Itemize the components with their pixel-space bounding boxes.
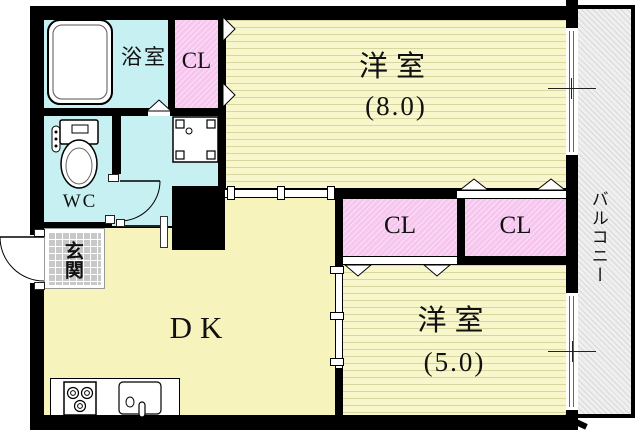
window-pane-line bbox=[573, 31, 574, 152]
window-center-mark bbox=[571, 78, 572, 99]
folding-door-marker bbox=[536, 178, 566, 191]
label-entrance: 玄関 bbox=[61, 241, 83, 279]
label-dk: DK bbox=[169, 310, 231, 345]
window-center-mark bbox=[572, 341, 573, 362]
partition-handle bbox=[327, 186, 335, 200]
bath-door-gap bbox=[148, 109, 170, 116]
label-room8-size: (8.0) bbox=[365, 91, 427, 121]
window-room8 bbox=[566, 28, 578, 155]
closet-b-track bbox=[457, 190, 566, 199]
door-frame-mark bbox=[34, 282, 45, 290]
label-bathroom: 浴室 bbox=[121, 45, 167, 69]
balcony-area bbox=[578, 5, 635, 418]
door-frame-mark bbox=[116, 219, 125, 227]
label-closet-b: CL bbox=[499, 212, 532, 239]
partition-handle bbox=[277, 186, 285, 200]
toilet-icon bbox=[51, 119, 99, 189]
kitchen-sink-icon bbox=[118, 381, 162, 417]
pillar-core bbox=[172, 186, 225, 250]
corridor-threshold-line bbox=[120, 225, 162, 227]
sliding-door-handle bbox=[330, 358, 344, 366]
entrance-door-swing bbox=[0, 236, 45, 282]
partition-handle bbox=[227, 186, 235, 200]
room-western-8 bbox=[226, 20, 566, 188]
door-frame-mark bbox=[108, 174, 119, 182]
label-room5-name: 洋室 bbox=[417, 305, 492, 337]
stove-icon bbox=[63, 381, 97, 416]
room-western-5 bbox=[343, 265, 566, 415]
folding-door-marker bbox=[459, 178, 489, 191]
entrance-tile bbox=[48, 232, 101, 285]
folding-door-marker bbox=[423, 264, 451, 277]
bath-folding-door-marker bbox=[146, 99, 172, 112]
room-closet-b bbox=[465, 199, 566, 256]
label-closet-a: CL bbox=[384, 212, 416, 239]
window-pane-line bbox=[569, 31, 570, 152]
washing-machine-pan-icon bbox=[172, 116, 219, 163]
room-closet-top bbox=[175, 20, 218, 108]
washroom-door-swing bbox=[119, 180, 161, 222]
folding-door-marker bbox=[344, 264, 372, 277]
room-closet-a bbox=[343, 199, 457, 256]
label-room8-name: 洋室 bbox=[358, 51, 433, 83]
entrance-door-gap bbox=[30, 235, 44, 283]
label-room5-size: (5.0) bbox=[423, 347, 486, 377]
open-door-leaf bbox=[160, 216, 168, 248]
closet-top-door-marker bbox=[222, 82, 236, 108]
wall-top-right-notch bbox=[566, 0, 578, 22]
label-wc: WC bbox=[62, 191, 98, 212]
closet-top-door-marker bbox=[222, 16, 236, 42]
sliding-door-handle bbox=[330, 266, 344, 274]
label-closet-top: CL bbox=[181, 48, 212, 73]
label-balcony: バルコニー bbox=[588, 189, 608, 285]
sliding-door-handle bbox=[330, 312, 344, 320]
closet-a-track bbox=[343, 256, 457, 265]
door-frame-mark bbox=[105, 215, 115, 224]
bathtub-icon bbox=[47, 19, 113, 105]
window-center-mark bbox=[548, 88, 596, 89]
